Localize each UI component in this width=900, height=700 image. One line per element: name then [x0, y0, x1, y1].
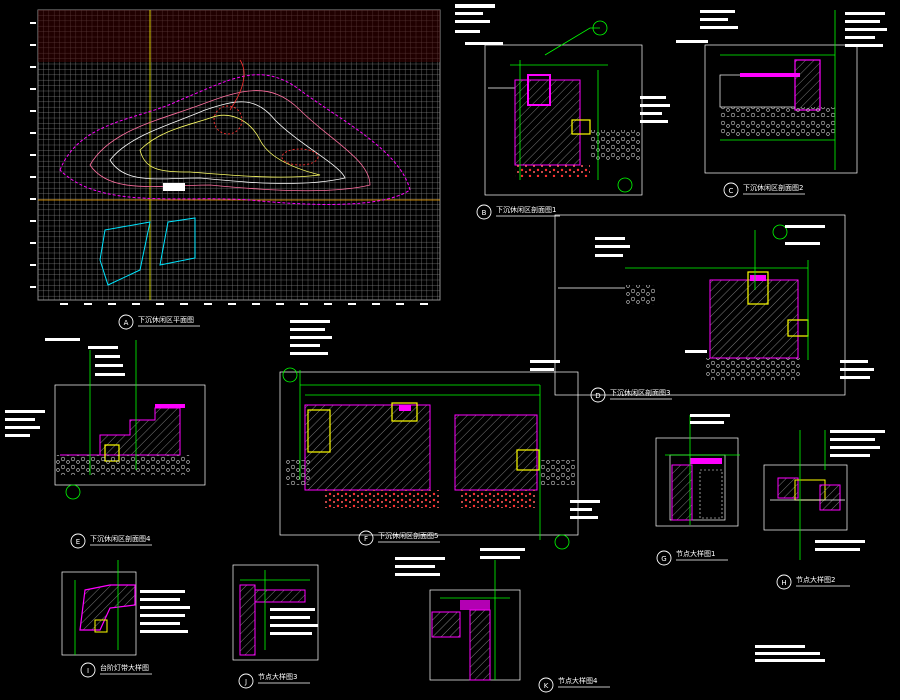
detail-view-K [395, 548, 525, 681]
axis-tick [420, 303, 428, 305]
axis-tick [30, 198, 36, 200]
detail-marker-I: I [87, 667, 89, 675]
axis-tick [108, 303, 116, 305]
axis-tick [30, 264, 36, 266]
axis-tick [324, 303, 332, 305]
title-E: E 下沉休闲区剖面图4 [70, 533, 152, 549]
detail-marker-B: B [482, 209, 487, 217]
title-J: J 节点大样图3 [238, 672, 310, 689]
detail-title-C: 下沉休闲区剖面图2 [743, 183, 803, 192]
title-B: B 下沉休闲区剖面图1 [476, 204, 560, 220]
axis-tick [300, 303, 308, 305]
detail-marker-H: H [781, 579, 786, 587]
detail-title-H: 节点大样图2 [796, 575, 835, 584]
title-F: F 下沉休闲区剖面图5 [358, 530, 440, 546]
axis-tick [348, 303, 356, 305]
axis-tick [60, 303, 68, 305]
axis-tick [30, 220, 36, 222]
section-view-C [676, 10, 887, 174]
axis-tick [30, 44, 36, 46]
title-C: C 下沉休闲区剖面图2 [723, 182, 805, 198]
detail-view-H [763, 430, 885, 560]
detail-marker-F: F [364, 535, 368, 543]
detail-title-A: 下沉休闲区平面图 [138, 315, 194, 324]
detail-view-J [232, 564, 319, 661]
detail-title-D: 下沉休闲区剖面图3 [610, 388, 670, 397]
axis-tick [180, 303, 188, 305]
axis-tick [132, 303, 140, 305]
axis-tick [228, 303, 236, 305]
detail-title-K: 节点大样图4 [558, 676, 598, 685]
detail-marker-A: A [124, 319, 129, 327]
detail-marker-K: K [544, 682, 549, 690]
detail-title-F: 下沉休闲区剖面图5 [378, 531, 438, 540]
detail-title-E: 下沉休闲区剖面图4 [90, 534, 151, 543]
axis-tick [84, 303, 92, 305]
section-view-F [279, 320, 600, 550]
detail-title-G: 节点大样图1 [676, 549, 715, 558]
detail-marker-E: E [76, 538, 80, 546]
title-A: A 下沉休闲区平面图 [118, 314, 200, 330]
axis-tick [30, 242, 36, 244]
title-D: D 下沉休闲区剖面图3 [590, 387, 672, 403]
axis-tick [30, 176, 36, 178]
detail-title-B: 下沉休闲区剖面图1 [496, 205, 556, 214]
axis-tick [372, 303, 380, 305]
axis-tick [30, 22, 36, 24]
detail-title-J: 节点大样图3 [258, 672, 297, 681]
general-notes [755, 645, 825, 662]
axis-tick [30, 154, 36, 156]
detail-marker-G: G [661, 555, 666, 563]
axis-tick [30, 132, 36, 134]
axis-tick [204, 303, 212, 305]
axis-tick [30, 88, 36, 90]
title-G: G 节点大样图1 [656, 549, 728, 566]
axis-tick [276, 303, 284, 305]
detail-view-I [61, 560, 190, 656]
axis-tick [30, 110, 36, 112]
detail-marker-D: D [595, 392, 600, 400]
section-view-E [5, 338, 206, 500]
section-view-B [455, 4, 670, 196]
plan-view-A [30, 9, 441, 305]
detail-marker-C: C [729, 187, 734, 195]
axis-tick [30, 286, 36, 288]
title-I: I 台阶灯带大样图 [80, 662, 152, 678]
axis-tick [252, 303, 260, 305]
detail-marker-J: J [244, 678, 247, 686]
section-view-D [554, 214, 874, 396]
title-K: K 节点大样图4 [538, 676, 610, 693]
detail-title-I: 台阶灯带大样图 [100, 663, 149, 672]
axis-tick [156, 303, 164, 305]
detail-view-G [655, 414, 740, 527]
axis-tick [30, 66, 36, 68]
title-H: H 节点大样图2 [776, 574, 850, 590]
axis-tick [396, 303, 404, 305]
